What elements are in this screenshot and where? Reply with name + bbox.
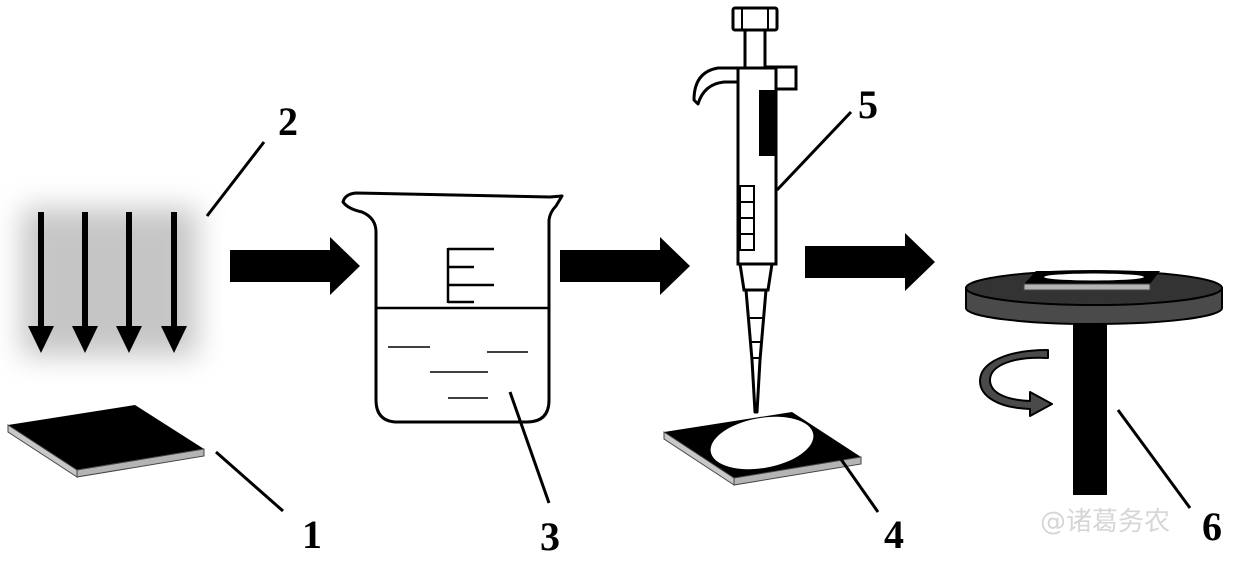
pipette-body-stripe [759, 90, 775, 156]
liquid-lines [388, 346, 528, 399]
leader-line-5 [775, 110, 853, 192]
pipette-tip [744, 288, 768, 414]
substrate-plate [7, 405, 205, 478]
watermark: @诸葛务农 [1040, 507, 1170, 537]
leader-line-4 [836, 454, 880, 513]
pipette-plunger-rod [743, 28, 767, 72]
spin-coater-shaft [1073, 305, 1107, 495]
label-1: 1 [302, 512, 322, 557]
pipette [692, 6, 798, 414]
spin-film [1044, 273, 1144, 281]
irradiation-arrow [161, 212, 187, 353]
process-arrow-3 [805, 233, 935, 291]
pipette-finger-hook [692, 66, 740, 106]
label-4: 4 [884, 512, 904, 557]
leader-line-2 [205, 141, 266, 217]
leader-line-1 [215, 450, 284, 513]
film-spot [710, 416, 814, 470]
irradiation-arrow [72, 212, 98, 353]
irradiation-arrow [28, 212, 54, 353]
leader-line-6 [1116, 409, 1192, 509]
label-3: 3 [540, 514, 560, 559]
label-6: 6 [1202, 504, 1222, 549]
label-2: 2 [278, 99, 298, 144]
process-arrow-2 [560, 237, 690, 295]
rotation-arrow-icon [979, 349, 1053, 417]
label-5: 5 [858, 82, 878, 127]
beaker [341, 191, 564, 424]
process-arrow-1 [230, 237, 360, 295]
pipette-plunger-cap [731, 6, 779, 32]
leader-line-3 [508, 391, 551, 504]
irradiation-arrow [116, 212, 142, 353]
coated-substrate [663, 412, 862, 486]
spin-coater [965, 270, 1223, 495]
pipette-tip-holder [738, 262, 774, 292]
graduation-marks [446, 247, 494, 304]
uv-irradiation [22, 208, 197, 356]
